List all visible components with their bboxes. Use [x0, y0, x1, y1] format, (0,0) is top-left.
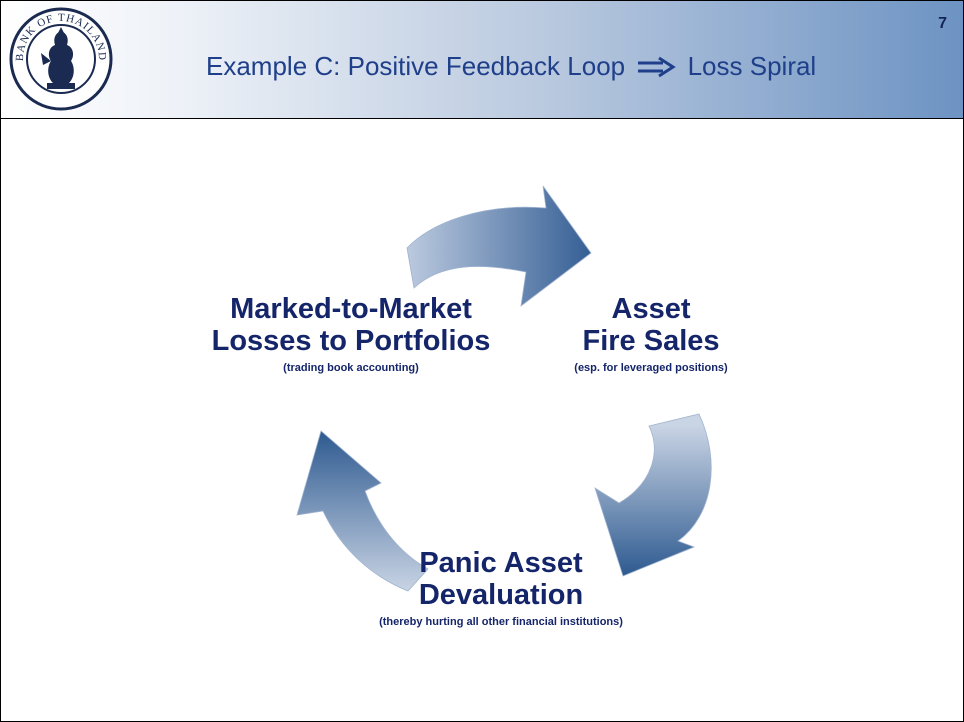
node-panic-line2: Devaluation: [418, 579, 584, 611]
title-part1: Example C: Positive Feedback Loop: [206, 51, 626, 81]
node-panic-line1: Panic Asset: [419, 547, 583, 579]
node-asset-fire-sales: Asset Fire Sales (esp. for leveraged pos…: [526, 293, 776, 375]
loop-arrow-right: [594, 413, 712, 577]
node-panic-asset-devaluation: Panic Asset Devaluation (thereby hurting…: [301, 547, 701, 629]
node-panic-sub: (thereby hurting all other financial ins…: [379, 616, 623, 628]
loop-arrow-left: [296, 430, 429, 592]
header-bar: BANK OF THAILAND Example C: Positive Fee…: [1, 1, 963, 119]
node-marked-line2: Losses to Portfolios: [211, 325, 491, 357]
bank-of-thailand-logo: BANK OF THAILAND: [9, 7, 113, 111]
double-right-arrow-icon: [638, 56, 677, 78]
node-fire-line1: Asset: [611, 293, 691, 325]
node-fire-sub: (esp. for leveraged positions): [574, 362, 728, 374]
loop-arrow-top: [406, 185, 592, 307]
node-marked-line1: Marked-to-Market: [230, 293, 472, 325]
title-part2: Loss Spiral: [687, 51, 817, 81]
node-marked-sub: (trading book accounting): [283, 362, 419, 374]
node-marked-to-market: Marked-to-Market Losses to Portfolios (t…: [186, 293, 516, 375]
page-number: 7: [938, 15, 947, 32]
node-fire-line2: Fire Sales: [582, 325, 720, 357]
slide-title: Example C: Positive Feedback Loop Loss S…: [206, 51, 816, 82]
